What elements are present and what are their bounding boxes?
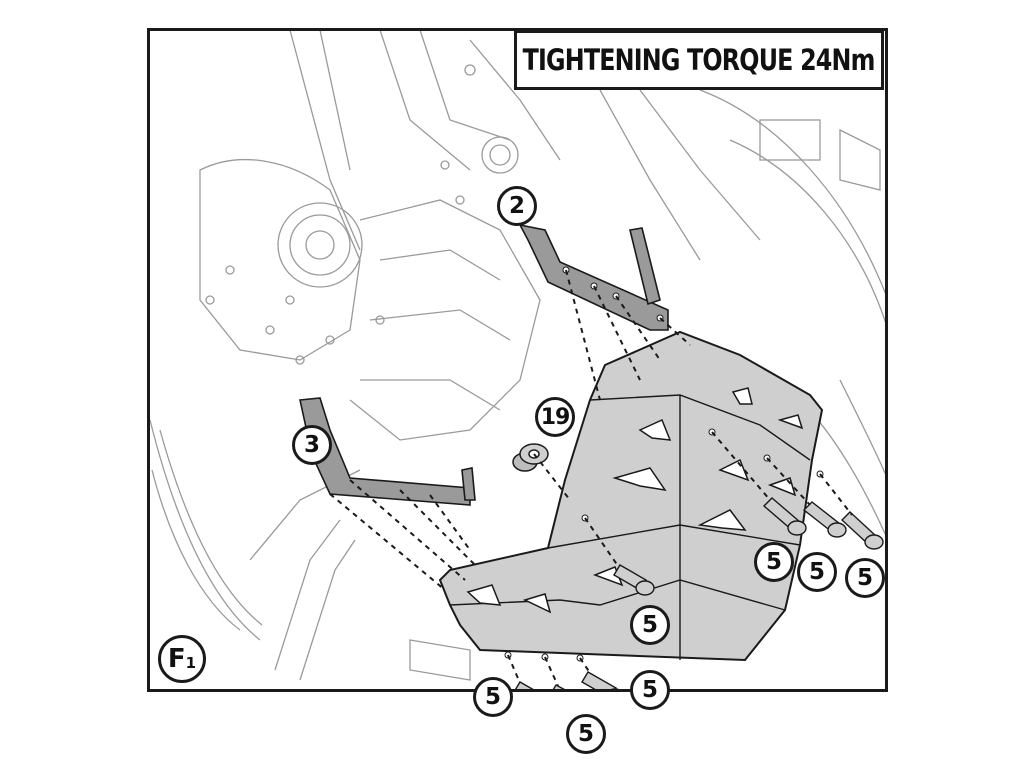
callout-part-5-f: 5 [630,670,670,710]
callout-part-5-d: 5 [630,605,670,645]
torque-spec-box: TIGHTENING TORQUE 24Nm [514,30,884,90]
skid-plate [438,330,824,662]
figure-label-sub: 1 [185,654,197,672]
callout-part-5-e: 5 [473,677,513,717]
motorcycle-ghost-lines [150,31,885,681]
assembly-lines [329,269,853,687]
callout-part-5-b: 5 [797,552,837,592]
callout-part-2: 2 [497,186,537,226]
callout-part-5-c: 5 [845,558,885,598]
bracket-3 [299,397,476,506]
motorcycle-illustration [150,31,885,689]
callout-part-5-a: 5 [754,542,794,582]
figure-label-main: F [167,644,186,674]
bracket-2 [518,223,669,331]
diagram-frame [147,28,888,692]
callout-part-3: 3 [292,425,332,465]
torque-spec-text: TIGHTENING TORQUE 24Nm [523,43,876,77]
callout-part-5-g: 5 [566,714,606,754]
callout-part-19: 19 [535,397,575,437]
skid-plate-vents [466,387,804,614]
screws [514,497,884,689]
spacer-19 [512,443,549,472]
